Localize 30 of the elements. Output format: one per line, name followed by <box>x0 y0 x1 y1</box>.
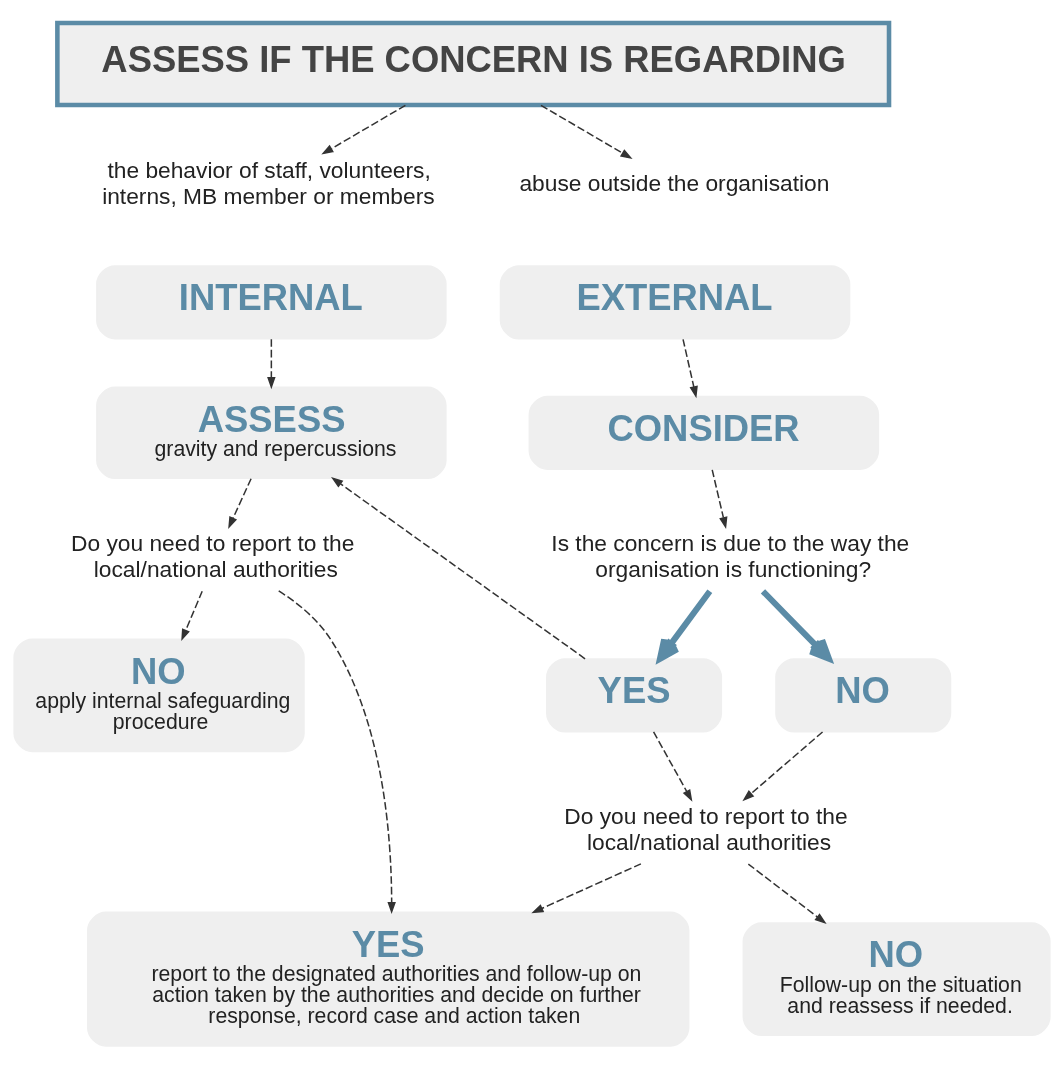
node-text: Is the concern is due to the way the organisation is functioning? <box>551 529 910 582</box>
node-box: NO Follow-up on the situation and reassess if needed. <box>742 921 1051 1036</box>
arrow <box>682 338 698 398</box>
arrow <box>531 862 642 913</box>
node-text: Do you need to report to the local/national authorities <box>71 529 355 582</box>
node-box: NO apply internal safeguarding procedure <box>13 637 305 752</box>
node-box: YES report to the designated authorities and follow-up on action taken by the authorities and decide on further response, record case and action taken <box>86 911 690 1047</box>
arrow <box>540 104 633 159</box>
arrow <box>181 590 203 641</box>
node-box: INTERNAL <box>96 264 447 339</box>
arrow <box>321 104 407 155</box>
arrow <box>760 588 832 662</box>
node-box: CONSIDER <box>528 395 880 470</box>
node-text: abuse outside the organisation <box>519 169 830 196</box>
node-box: ASSESS gravity and repercussions <box>96 386 447 479</box>
arrow <box>331 476 586 660</box>
arrow <box>652 730 693 802</box>
arrow <box>656 588 713 662</box>
arrow <box>711 468 728 529</box>
node-text: the behavior of staff, volunteers, interns, MB member or members <box>102 156 435 209</box>
arrow <box>742 730 824 801</box>
node-box: YES <box>546 657 723 733</box>
arrow <box>267 338 276 389</box>
arrow <box>747 862 827 924</box>
node-box: EXTERNAL <box>499 264 851 339</box>
node-text: Do you need to report to the local/national authorities <box>564 802 848 855</box>
arrow <box>228 477 252 529</box>
node-box: NO <box>775 657 952 733</box>
arrow <box>277 589 396 914</box>
node-box: ASSESS IF THE CONCERN IS REGARDING <box>55 20 892 107</box>
